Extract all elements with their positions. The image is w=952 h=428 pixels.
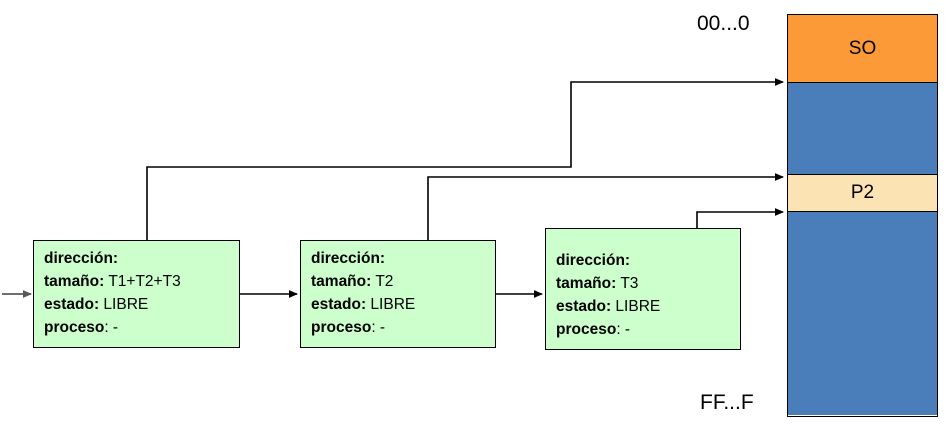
memory-segment-free-lower xyxy=(788,212,937,415)
memory-segment-os: SO xyxy=(788,15,937,83)
node2-field-tamano: tamaño: T2 xyxy=(311,273,394,290)
memory-descriptor-node-3[interactable]: dirección: tamaño: T3 estado: LIBRE proc… xyxy=(545,228,741,350)
node3-field-direccion: dirección: xyxy=(556,252,631,269)
memory-segment-free-upper xyxy=(788,83,937,175)
memory-descriptor-node-2[interactable]: dirección: tamaño: T2 estado: LIBRE proc… xyxy=(300,240,496,348)
node2-field-estado: estado: LIBRE xyxy=(311,296,416,313)
node3-field-tamano: tamaño: T3 xyxy=(556,275,639,292)
node2-field-direccion: dirección: xyxy=(311,250,386,267)
node2-field-proceso: proceso: - xyxy=(311,319,386,336)
memory-descriptor-node-1[interactable]: dirección: tamaño: T1+T2+T3 estado: LIBR… xyxy=(33,240,240,348)
pointer-node2-to-memory xyxy=(427,173,784,262)
node1-field-estado: estado: LIBRE xyxy=(44,296,149,313)
memory-top-address-label: 00...0 xyxy=(697,12,750,35)
memory-bottom-address-label: FF...F xyxy=(700,391,754,414)
node1-field-direccion: dirección: xyxy=(44,250,119,267)
memory-map-bar: SO P2 xyxy=(787,14,938,417)
node1-field-proceso: proceso: - xyxy=(44,319,119,336)
pointer-node1-to-memory xyxy=(146,78,784,240)
node3-field-estado: estado: LIBRE xyxy=(556,298,661,315)
node3-field-proceso: proceso: - xyxy=(556,321,631,338)
memory-segment-process-p2: P2 xyxy=(788,175,937,212)
node1-field-tamano: tamaño: T1+T2+T3 xyxy=(44,273,181,290)
